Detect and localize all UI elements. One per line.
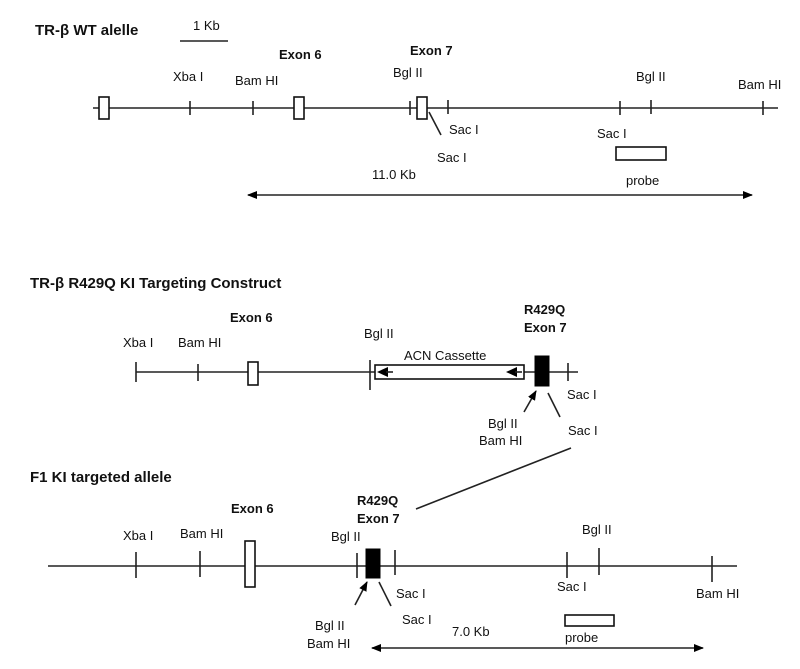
f1-allele-section: F1 KI targeted allele Exon 6 R429Q Exon … <box>30 469 739 652</box>
f1-probe-label: probe <box>565 630 598 645</box>
wt-exon5-box <box>98 96 110 120</box>
construct-exon7-label-1: R429Q <box>524 302 565 317</box>
f1-site-bglii-1: Bgl II <box>331 529 361 544</box>
scale-bar-label: 1 Kb <box>193 18 220 33</box>
f1-site-xbai: Xba I <box>123 528 153 543</box>
construct-bglii-label: Bgl II <box>488 416 518 431</box>
f1-exon6-label: Exon 6 <box>231 501 274 516</box>
wt-exon7-box <box>416 96 428 120</box>
f1-saci-pointer <box>378 581 392 607</box>
cassette-loxp-left-icon <box>377 367 388 377</box>
wt-exon6-box <box>293 96 305 120</box>
construct-site-xbai: Xba I <box>123 335 153 350</box>
f1-probe-box <box>564 614 615 627</box>
f1-bgl-bam-arrow <box>354 581 368 606</box>
wt-site-bamhi-2: Bam HI <box>738 77 781 92</box>
f1-bglii-label: Bgl II <box>315 618 345 633</box>
wt-probe-box <box>615 146 667 161</box>
wt-exon6-label: Exon 6 <box>279 47 322 62</box>
wt-site-bamhi-1: Bam HI <box>235 73 278 88</box>
construct-exon6-box <box>247 361 259 386</box>
cassette-label: ACN Cassette <box>404 348 486 363</box>
construct-bamhi-label: Bam HI <box>479 433 522 448</box>
construct-exon7-label-2: Exon 7 <box>524 320 567 335</box>
wt-site-bglii-2: Bgl II <box>636 69 666 84</box>
wt-allele-title: TR-β WT alelle <box>35 22 138 39</box>
construct-exon6-label: Exon 6 <box>230 310 273 325</box>
f1-exon7-label-1: R429Q <box>357 493 398 508</box>
construct-section: TR-β R429Q KI Targeting Construct Exon 6… <box>30 275 598 448</box>
f1-exon7-label-2: Exon 7 <box>357 511 400 526</box>
wt-saci-label-c: Sac I <box>597 126 627 141</box>
wt-exon7-label: Exon 7 <box>410 43 453 58</box>
wt-site-bglii-1: Bgl II <box>393 65 423 80</box>
cassette-loxp-right-icon <box>506 367 517 377</box>
f1-allele-title: F1 KI targeted allele <box>30 469 172 486</box>
f1-bamhi-label: Bam HI <box>307 636 350 651</box>
construct-saci-label-b: Sac I <box>568 423 598 438</box>
construct-site-bglii: Bgl II <box>364 326 394 341</box>
wt-saci-pointer <box>428 111 442 136</box>
wt-saci-label-a: Sac I <box>449 122 479 137</box>
construct-exon7-mutant-box <box>534 355 550 387</box>
f1-site-bglii-2: Bgl II <box>582 522 612 537</box>
f1-exon7-mutant-box <box>365 548 381 579</box>
recombination-connector-line <box>415 447 572 510</box>
f1-saci-label-c: Sac I <box>557 579 587 594</box>
construct-site-bamhi: Bam HI <box>178 335 221 350</box>
f1-site-bamhi: Bam HI <box>180 526 223 541</box>
wt-allele-section: TR-β WT alelle 1 Kb Exon 6 Exon 7 Xba I … <box>35 18 781 199</box>
construct-saci-label-a: Sac I <box>567 387 597 402</box>
wt-fragment-label: 11.0 Kb <box>372 167 416 182</box>
f1-site-bamhi-2: Bam HI <box>696 586 739 601</box>
wt-saci-label-b: Sac I <box>437 150 467 165</box>
f1-saci-label-b: Sac I <box>402 612 432 627</box>
construct-bgl-bam-arrow <box>523 390 537 413</box>
acn-cassette-box <box>374 364 525 380</box>
wt-site-xbai: Xba I <box>173 69 203 84</box>
construct-saci-pointer <box>547 392 561 418</box>
construct-title: TR-β R429Q KI Targeting Construct <box>30 275 281 292</box>
wt-probe-label: probe <box>626 173 659 188</box>
f1-fragment-label: 7.0 Kb <box>452 624 490 639</box>
f1-saci-label-a: Sac I <box>396 586 426 601</box>
f1-exon6-box <box>244 540 256 588</box>
